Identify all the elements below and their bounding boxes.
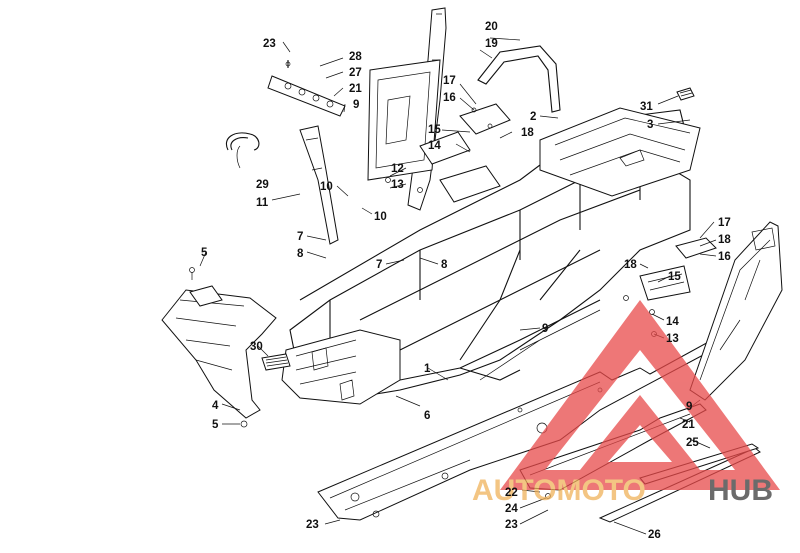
- callout-15: 15: [428, 124, 441, 136]
- callout-14: 14: [666, 316, 679, 328]
- rear-deck: [539, 107, 701, 197]
- callout-8: 8: [441, 259, 448, 271]
- callout-9: 9: [353, 99, 359, 111]
- callout-22: 22: [505, 487, 518, 499]
- callout-29: 29: [256, 179, 269, 191]
- clamp-ring: [226, 132, 260, 151]
- main-frame: [289, 149, 691, 401]
- callout-1: 1: [424, 363, 431, 375]
- callout-18: 18: [521, 127, 534, 139]
- callout-23: 23: [263, 38, 276, 50]
- callout-5: 5: [212, 419, 219, 431]
- callout-21: 21: [349, 83, 362, 95]
- callout-3: 3: [647, 119, 653, 131]
- callout-15: 15: [668, 271, 681, 283]
- callout-9: 9: [542, 323, 548, 335]
- callout-18: 18: [718, 234, 731, 246]
- watermark-brand-right: HUB: [708, 474, 773, 507]
- callout-9: 9: [686, 401, 692, 413]
- left-upright: [299, 125, 339, 245]
- grab-handle: [477, 45, 561, 113]
- callout-13: 13: [391, 179, 404, 191]
- callout-25: 25: [686, 437, 699, 449]
- callout-23: 23: [505, 519, 518, 531]
- callout-20: 20: [485, 21, 498, 33]
- callout-8: 8: [297, 248, 304, 260]
- callout-12: 12: [391, 163, 404, 175]
- callout-13: 13: [666, 333, 679, 345]
- callout-6: 6: [424, 410, 430, 422]
- callout-23: 23: [306, 519, 319, 531]
- callout-30: 30: [250, 341, 263, 353]
- callout-10: 10: [320, 181, 333, 193]
- callout-7: 7: [297, 231, 303, 243]
- callout-16: 16: [443, 92, 456, 104]
- callout-17: 17: [718, 217, 731, 229]
- front-bumper: [161, 289, 277, 419]
- seat-bracket-left: [459, 103, 511, 135]
- callout-10: 10: [374, 211, 387, 223]
- callout-31: 31: [640, 101, 653, 113]
- callout-4: 4: [212, 400, 219, 412]
- callout-5: 5: [201, 247, 208, 259]
- callout-18: 18: [624, 259, 637, 271]
- callout-19: 19: [485, 38, 498, 50]
- watermark-brand-left: AUTOMOTO: [472, 474, 646, 507]
- callout-16: 16: [718, 251, 731, 263]
- side-panel-right: [689, 221, 783, 401]
- leader-lines: [199, 37, 717, 535]
- watermark: AUTOMOTO HUB: [472, 300, 780, 507]
- callout-21: 21: [682, 419, 695, 431]
- callout-27: 27: [349, 67, 362, 79]
- callout-26: 26: [648, 529, 661, 541]
- front-crossmember: [281, 329, 401, 405]
- callout-17: 17: [443, 75, 456, 87]
- watermark-triangle-icon: [500, 300, 780, 490]
- callout-2: 2: [530, 111, 536, 123]
- callout-28: 28: [349, 51, 362, 63]
- bracket-plate: [267, 75, 346, 117]
- callout-labels: 23 28 27 21 9 20 19 17 16 2 15 18 14 31 …: [201, 21, 731, 541]
- callout-11: 11: [256, 197, 269, 209]
- callout-24: 24: [505, 503, 518, 515]
- callout-14: 14: [428, 140, 441, 152]
- callout-7: 7: [376, 259, 382, 271]
